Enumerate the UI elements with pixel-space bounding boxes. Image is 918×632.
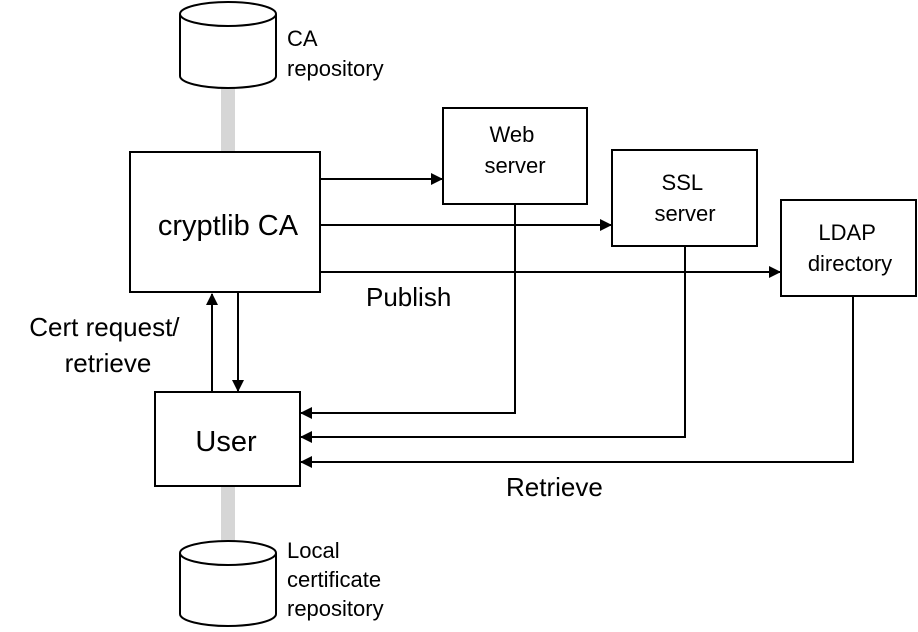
local-repository-cylinder-body [179, 553, 277, 627]
local-repository-database [179, 540, 277, 627]
ca-repository-cylinder-body [179, 14, 277, 89]
retrieve-label: Retrieve [506, 472, 603, 502]
ca-repository-database [179, 1, 277, 89]
ldap-directory-label: LDAP directory [808, 220, 892, 276]
web-retrieve-arrow [300, 204, 516, 419]
ca-repository-cylinder-top [179, 1, 277, 27]
publish-label: Publish [366, 282, 451, 312]
cert-request-label: Cert request/ retrieve [29, 312, 187, 378]
local-repository-label: Local certificate repository [287, 538, 387, 621]
cryptlib-ca-label: cryptlib CA [158, 210, 299, 242]
cryptlib-ca-node [129, 151, 321, 293]
ldap-directory-node [780, 199, 917, 297]
ssl-server-node [611, 149, 758, 247]
ldap-retrieve-arrow [300, 296, 854, 468]
user-label: User [195, 426, 257, 458]
web-server-node [442, 107, 588, 205]
local-repository-cylinder-top [179, 540, 277, 566]
ssl-retrieve-arrow [300, 246, 686, 443]
ca-repository-label: CA repository [287, 26, 384, 81]
web-server-label: Web server [484, 122, 545, 178]
ssl-server-label: SSL server [654, 170, 715, 226]
